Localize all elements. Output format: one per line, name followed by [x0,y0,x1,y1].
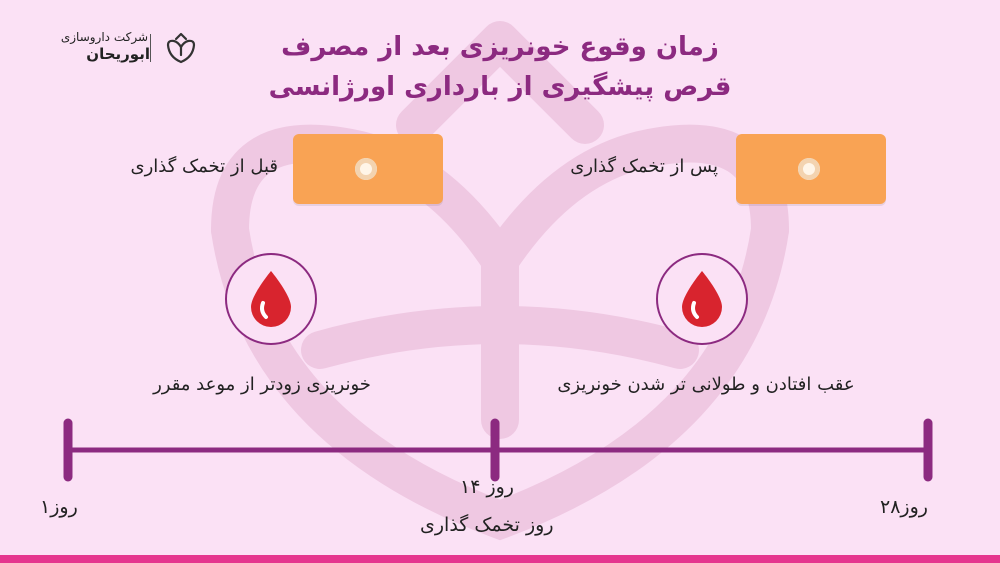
after-ovulation-description: عقب افتادن و طولانی تر شدن خونریزی [557,374,855,395]
before-ovulation-label: قبل از تخمک گذاری [130,156,278,177]
before-ovulation-description: خونریزی زودتر از موعد مقرر [153,374,371,395]
drop-icon [251,271,291,327]
after-ovulation-label: پس از تخمک گذاری [570,156,718,177]
title-line-1: زمان وقوع خونریزی بعد از مصرف [281,32,719,62]
drop-circle-right [656,253,748,345]
logo-line1: شرکت داروسازی [60,30,148,44]
pill-dot [355,158,377,180]
bottom-bar [0,555,1000,563]
day14-label: روز ۱۴ [460,476,514,498]
logo-line2: ابوریحان [86,45,150,63]
company-logo: شرکت داروسازی ابوریحان [60,28,210,68]
drop-icon [682,271,722,327]
drop-circle-left [225,253,317,345]
logo-icon [166,32,196,64]
title-line-2: قرص پیشگیری از بارداری اورژانسی [268,72,732,102]
day28-label: روز۲۸ [880,496,928,518]
day1-label: روز۱ [40,496,78,518]
pill-dot [798,158,820,180]
logo-separator [150,34,151,62]
pill-icon [293,134,443,204]
ovulation-day-label: روز تخمک گذاری [420,514,554,536]
pill-icon [736,134,886,204]
